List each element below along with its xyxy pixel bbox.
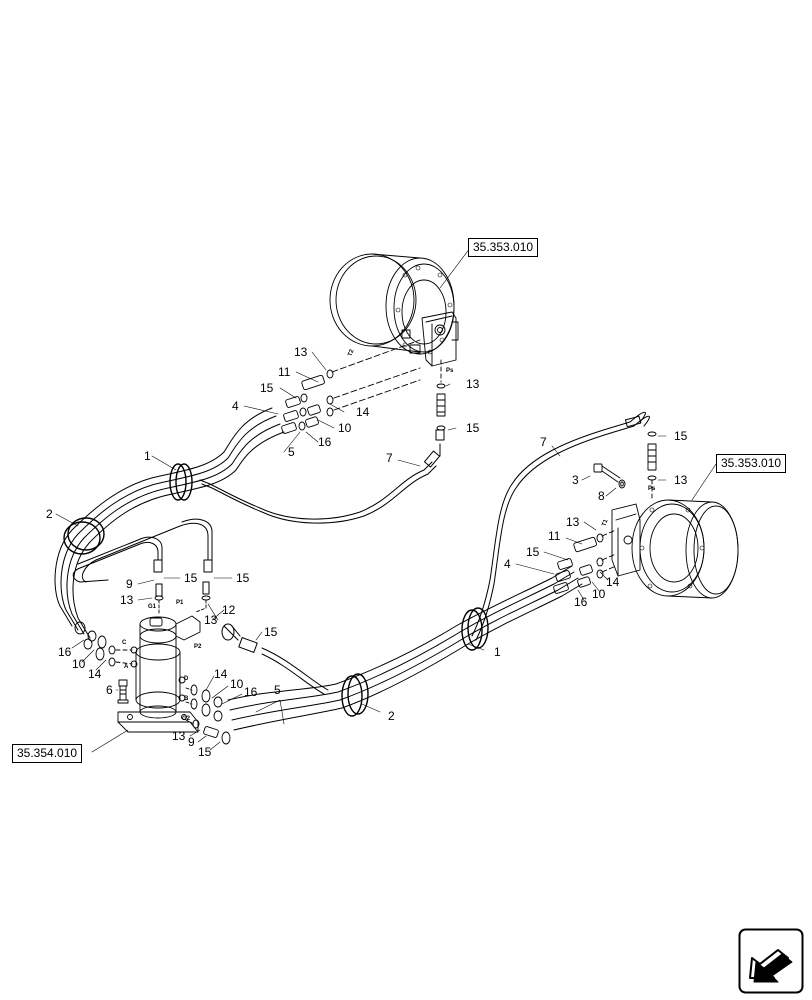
callout-9: 9 xyxy=(126,577,133,591)
callout-16: 16 xyxy=(244,685,258,699)
fittings-top-motor xyxy=(281,339,421,434)
p2-hose xyxy=(221,623,329,695)
callout-16: 16 xyxy=(574,595,588,609)
callout-10: 10 xyxy=(230,677,244,691)
callout-15: 15 xyxy=(466,421,480,435)
fittings-right-motor xyxy=(553,529,617,594)
callout-1: 1 xyxy=(144,449,151,463)
callout-7: 7 xyxy=(540,435,547,449)
callout-3: 3 xyxy=(572,473,579,487)
port-label-g2: G2 xyxy=(182,716,191,722)
callout-15: 15 xyxy=(236,571,250,585)
callout-1: 1 xyxy=(494,645,501,659)
callout-14: 14 xyxy=(606,575,620,589)
callout-2: 2 xyxy=(388,709,395,723)
callout-15: 15 xyxy=(264,625,278,639)
right-travel-motor xyxy=(611,499,739,599)
callout-4: 4 xyxy=(504,557,511,571)
callout-14: 14 xyxy=(88,667,102,681)
callout-13: 13 xyxy=(466,377,480,391)
port-label-g1: G1 xyxy=(148,604,157,610)
callout-13: 13 xyxy=(120,593,134,607)
port-label-ps-top: Ps xyxy=(446,368,454,374)
callout-11: 11 xyxy=(548,529,561,543)
port-label-b: B xyxy=(184,696,189,702)
port-label-a: A xyxy=(124,664,129,670)
callout-15: 15 xyxy=(198,745,212,759)
hose-bundle-4 xyxy=(54,407,583,731)
callout-4: 4 xyxy=(232,399,239,413)
port-label-p1: P1 xyxy=(176,600,184,606)
callout-13: 13 xyxy=(566,515,580,529)
callout-15: 15 xyxy=(184,571,198,585)
leader-lines xyxy=(55,247,717,753)
ps-fitting-top xyxy=(436,359,446,431)
callout-15: 15 xyxy=(526,545,540,559)
center-swivel-joint xyxy=(117,615,201,733)
callout-8: 8 xyxy=(598,489,605,503)
port-label-ps-right: Ps xyxy=(648,486,656,492)
reference-box-swivel-joint[interactable]: 35.354.010 xyxy=(12,744,83,763)
drain-hose-7-top xyxy=(199,429,445,524)
callout-13: 13 xyxy=(204,613,218,627)
callout-9: 9 xyxy=(188,735,195,749)
callout-15: 15 xyxy=(260,381,274,395)
fittings-swivel-left xyxy=(74,621,133,667)
top-travel-motor xyxy=(329,253,459,367)
callout-6: 6 xyxy=(106,683,113,697)
callout-13: 13 xyxy=(172,729,186,743)
page-nav-arrow-icon[interactable] xyxy=(738,928,804,994)
callout-13: 13 xyxy=(294,345,308,359)
callout-12: 12 xyxy=(222,603,236,617)
fittings-g1-p1 xyxy=(154,595,211,615)
reference-box-right-motor[interactable]: 35.353.010 xyxy=(716,454,787,473)
callout-11: 11 xyxy=(278,365,291,379)
callout-10: 10 xyxy=(592,587,606,601)
port-label-d: D xyxy=(184,676,189,682)
callout-13: 13 xyxy=(674,473,688,487)
callout-5: 5 xyxy=(288,445,295,459)
callout-10: 10 xyxy=(338,421,352,435)
callout-16: 16 xyxy=(318,435,332,449)
bolt-6 xyxy=(117,679,129,704)
port-label-p2: P2 xyxy=(194,644,202,650)
hose-clamps xyxy=(63,463,489,717)
callout-14: 14 xyxy=(356,405,370,419)
callout-16: 16 xyxy=(58,645,72,659)
callout-15: 15 xyxy=(674,429,688,443)
callout-10: 10 xyxy=(72,657,86,671)
bolt-3 xyxy=(593,463,626,489)
reference-box-top-motor[interactable]: 35.353.010 xyxy=(468,238,539,257)
drain-hose-7-right xyxy=(471,411,650,641)
callout-7: 7 xyxy=(386,451,393,465)
port-label-c: C xyxy=(122,640,127,646)
ps-fitting-right xyxy=(647,431,657,501)
callout-2: 2 xyxy=(46,507,53,521)
callout-14: 14 xyxy=(214,667,228,681)
pilot-loop-hoses xyxy=(72,518,213,597)
callout-5: 5 xyxy=(274,683,281,697)
